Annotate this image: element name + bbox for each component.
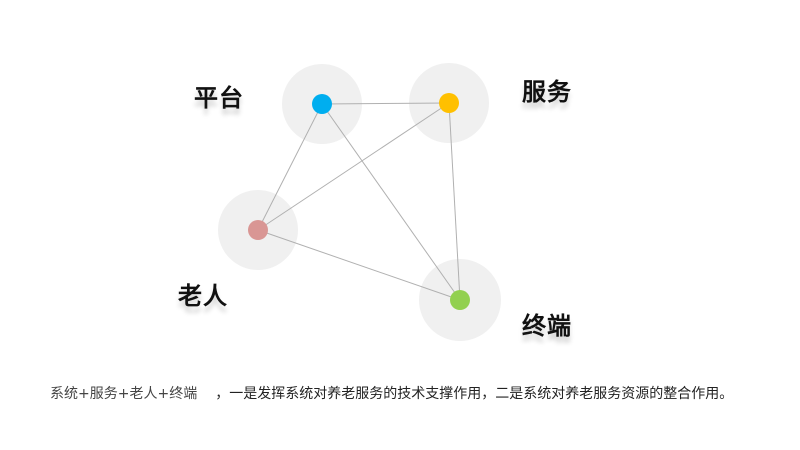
node-label-elderly: 老人 (178, 282, 228, 310)
node-label-platform: 平台 (194, 84, 244, 112)
caption-lead: 系统+服务+老人+终端 (50, 386, 198, 402)
node-dot-platform (312, 94, 332, 114)
node-label-terminal: 终端 (522, 312, 572, 340)
edge-service-terminal (448, 102, 461, 301)
node-label-service: 服务 (522, 78, 572, 106)
node-group (248, 93, 470, 310)
node-dot-elderly (248, 220, 268, 240)
edge-elderly-terminal (257, 229, 461, 301)
edge-platform-elderly (257, 103, 323, 231)
node-dot-service (439, 93, 459, 113)
edge-platform-service (321, 102, 450, 105)
edge-platform-terminal (321, 103, 461, 301)
caption-body: ，一是发挥系统对养老服务的技术支撑作用，二是系统对养老服务资源的整合作用。 (215, 386, 734, 402)
node-dot-terminal (450, 290, 470, 310)
caption-paragraph: 系统+服务+老人+终端 ，一是发挥系统对养老服务的技术支撑作用，二是系统对养老服务… (30, 382, 770, 406)
edge-service-elderly (257, 102, 450, 231)
